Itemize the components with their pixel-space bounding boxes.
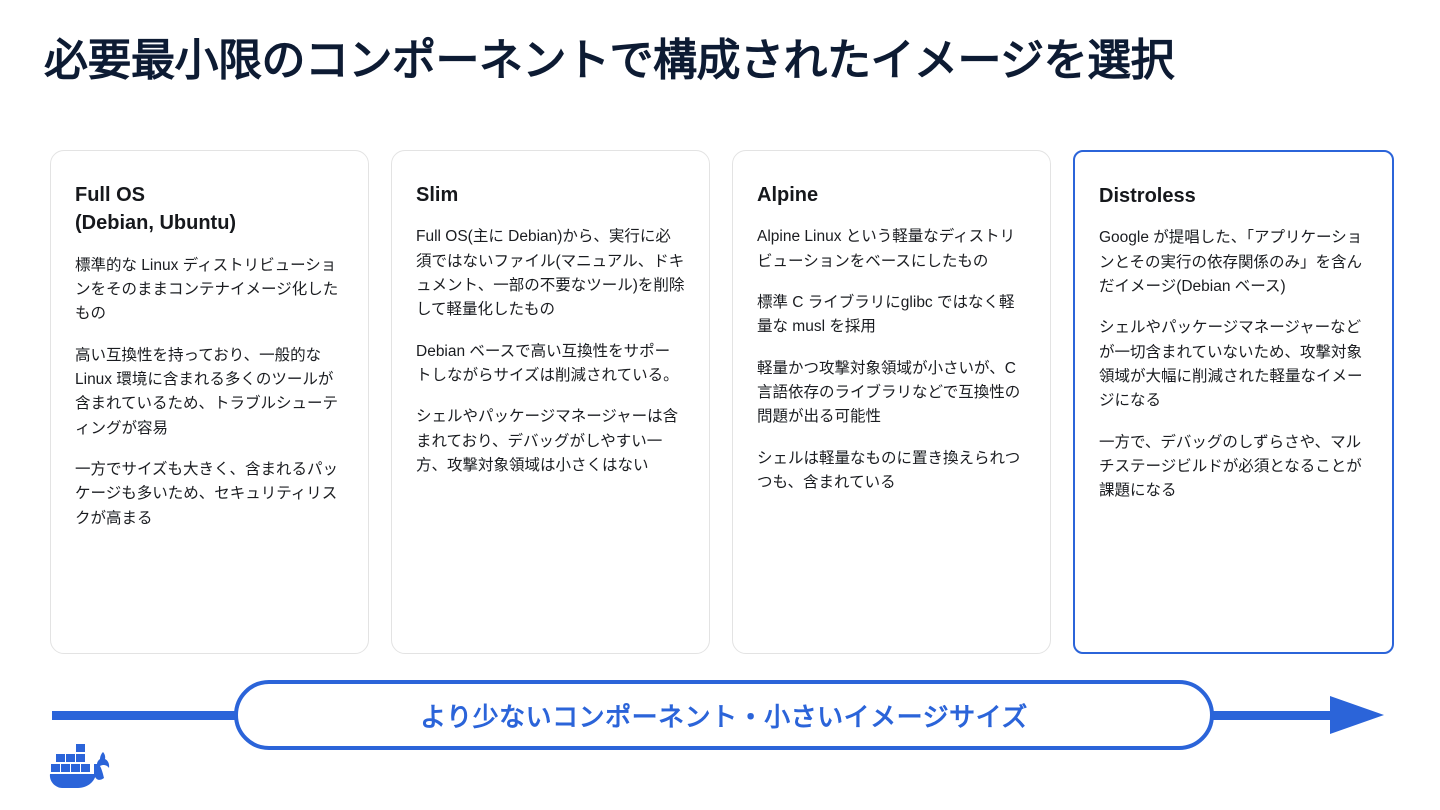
- card-paragraph: Debian ベースで高い互換性をサポートしながらサイズは削減されている。: [416, 342, 679, 385]
- card-paragraph: シェルやパッケージマネージャーは含まれており、デバッグがしやすい一方、攻撃対象領…: [416, 408, 679, 475]
- card-slim: Slim Full OS(主に Debian)から、実行に必須ではないファイル(…: [391, 150, 710, 654]
- card-paragraph: シェルは軽量なものに置き換えられつつも、含まれている: [757, 449, 1021, 492]
- card-alpine: Alpine Alpine Linux という軽量なディストリビューションをベー…: [732, 150, 1051, 654]
- card-title: Full OS (Debian, Ubuntu): [75, 184, 237, 235]
- docker-whale-logo: [48, 742, 112, 788]
- card-paragraph: シェルやパッケージマネージャーなどが一切含まれていないため、攻撃対象領域が大幅に…: [1099, 319, 1363, 410]
- card-paragraph: Alpine Linux という軽量なディストリビューションをベースにしたもの: [757, 228, 1016, 270]
- card-paragraph: Full OS(主に Debian)から、実行に必須ではないファイル(マニュアル…: [416, 228, 685, 319]
- card-paragraph: 標準 C ライブラリにglibc ではなく軽量な musl を採用: [757, 294, 1015, 336]
- image-type-card-row: Full OS (Debian, Ubuntu) 標準的な Linux ディスト…: [50, 150, 1394, 654]
- card-distroless: Distroless Google が提唱した、「アプリケーションとその実行の依…: [1073, 150, 1394, 654]
- card-title: Slim: [416, 184, 459, 206]
- card-body: Alpine Linux という軽量なディストリビューションをベースにしたもの …: [757, 225, 1026, 495]
- card-paragraph: 標準的な Linux ディストリビューションをそのままコンテナイメージ化したもの: [75, 256, 339, 323]
- card-body: Full OS(主に Debian)から、実行に必須ではないファイル(マニュアル…: [416, 225, 685, 478]
- arrow-pill-label: より少ないコンポーネント・小さいイメージサイズ: [420, 701, 1028, 732]
- direction-arrow-band: より少ないコンポーネント・小さいイメージサイズ: [0, 678, 1440, 754]
- arrow-pill: より少ないコンポーネント・小さいイメージサイズ: [234, 680, 1214, 750]
- card-body: 標準的な Linux ディストリビューションをそのままコンテナイメージ化したもの…: [75, 254, 344, 531]
- card-title: Distroless: [1099, 185, 1196, 207]
- card-paragraph: Google が提唱した、「アプリケーションとその実行の依存関係のみ」を含んだイ…: [1099, 229, 1363, 296]
- card-paragraph: 軽量かつ攻撃対象領域が小さいが、C 言語依存のライブラリなどで互換性の問題が出る…: [757, 359, 1021, 426]
- card-body: Google が提唱した、「アプリケーションとその実行の依存関係のみ」を含んだイ…: [1099, 226, 1368, 503]
- card-paragraph: 高い互換性を持っており、一般的な Linux 環境に含まれる多くのツールが含まれ…: [75, 346, 339, 437]
- card-paragraph: 一方で、デバッグのしずらさや、マルチステージビルドが必須となることが課題になる: [1099, 433, 1362, 500]
- card-full-os: Full OS (Debian, Ubuntu) 標準的な Linux ディスト…: [50, 150, 369, 654]
- card-paragraph: 一方でサイズも大きく、含まれるパッケージも多いため、セキュリティリスクが高まる: [75, 461, 339, 527]
- page-title: 必要最小限のコンポーネントで構成されたイメージを選択: [44, 36, 1175, 85]
- arrow-head-icon: [1330, 696, 1384, 734]
- card-title: Alpine: [757, 184, 819, 206]
